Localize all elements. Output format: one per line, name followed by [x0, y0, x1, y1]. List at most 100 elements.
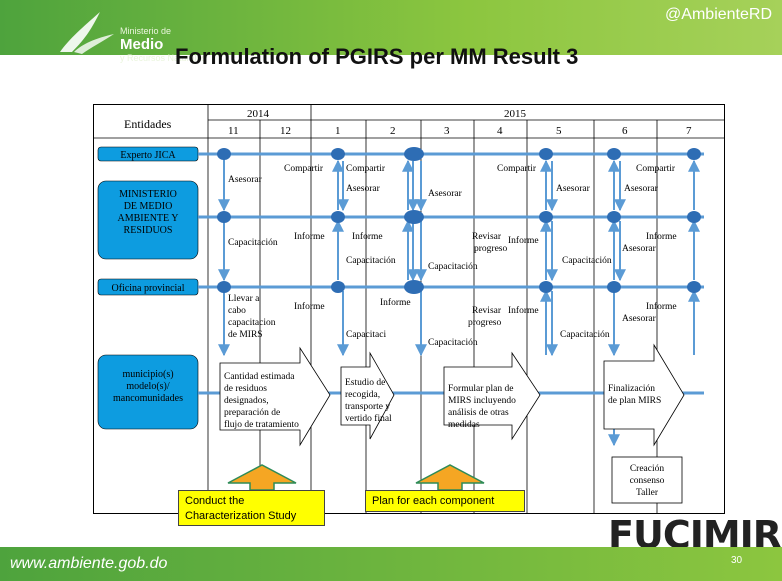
label-asesorar-6: Asesorar	[622, 244, 657, 254]
svg-text:de plan MIRS: de plan MIRS	[608, 396, 661, 406]
label-progreso-1: progreso	[474, 244, 507, 254]
label-capacitacion-3: Capacitación	[428, 262, 478, 272]
year-2014: 2014	[247, 108, 270, 120]
label-informe-5: Informe	[294, 301, 325, 312]
svg-text:Formular plan de: Formular plan de	[448, 384, 513, 394]
month-12: 12	[280, 125, 291, 137]
label-capacitacion-4: Capacitación	[562, 256, 612, 266]
label-llevar-2: cabo	[228, 306, 246, 316]
process-arrow-texts: Cantidad estimada de residuos designados…	[224, 372, 661, 430]
callout-plan-component-text: Plan for each component	[372, 495, 495, 507]
label-llevar-1: Llevar a	[228, 294, 260, 304]
up-arrow-icons	[227, 464, 485, 491]
month-2: 2	[390, 125, 396, 137]
month-7: 7	[686, 125, 692, 137]
label-asesorar-5: Asesorar	[624, 184, 659, 194]
header-table	[94, 105, 724, 513]
svg-text:Estudio de: Estudio de	[345, 378, 385, 388]
label-capacitacion-6: Capacitación	[560, 330, 610, 340]
label-compartir-2: Compartir	[346, 164, 386, 174]
entity-ministry-line-2: DE MEDIO	[124, 201, 173, 212]
month-5: 5	[556, 125, 562, 137]
process-arrow-1	[219, 346, 331, 447]
label-revisar-1: Revisar	[472, 232, 502, 242]
logo-line-2: Medio Ambiente	[120, 36, 189, 70]
svg-text:análisis de otras: análisis de otras	[448, 408, 509, 418]
callout-characterization-text: Conduct the Characterization Study	[185, 495, 297, 522]
entity-municipal-line-2: modelo(s)/	[126, 381, 170, 392]
svg-text:medidas: medidas	[448, 420, 480, 430]
label-compartir-4: Compartir	[636, 164, 676, 174]
logo-line-1: Ministerio de	[120, 26, 172, 36]
month-11: 11	[228, 125, 239, 137]
footer-url[interactable]: www.ambiente.gob.do	[10, 555, 168, 572]
process-arrow-4	[603, 343, 685, 447]
label-informe-3: Informe	[508, 235, 539, 246]
entity-provincial-label: Oficina provincial	[111, 283, 184, 294]
label-llevar-3: capacitacion	[228, 318, 276, 328]
pgirs-timeline-diagram: Entidades 2014 2015 11 12 1 2 3 4 5 6 7 …	[93, 104, 725, 514]
slide-title: Formulation of PGIRS per MM Result 3	[175, 44, 579, 69]
social-handle: @AmbienteRD	[665, 6, 772, 23]
entity-jica-label: Experto JICA	[120, 150, 176, 161]
label-asesorar-4: Asesorar	[556, 184, 591, 194]
process-arrows	[219, 343, 685, 447]
label-informe-2: Informe	[352, 231, 383, 242]
label-informe-6: Informe	[380, 297, 411, 308]
label-asesorar-2: Asesorar	[346, 184, 381, 194]
entity-ministry-box	[97, 180, 199, 260]
vertical-flow-arrows	[218, 157, 700, 447]
dove-logo-icon	[60, 12, 114, 54]
label-informe-4: Informe	[646, 231, 677, 242]
logo-line-3: y Recursos Naturales	[120, 53, 207, 63]
label-informe-7: Informe	[508, 305, 539, 316]
month-1: 1	[335, 125, 341, 137]
entities-header: Entidades	[124, 117, 172, 131]
entity-ministry-line-4: RESIDUOS	[124, 225, 173, 236]
entity-municipal-box	[97, 354, 199, 430]
svg-text:de residuos: de residuos	[224, 384, 267, 394]
label-compartir-1: Compartir	[284, 164, 324, 174]
consensus-line-3: Taller	[636, 488, 659, 498]
ministry-logo: Ministerio de Medio Ambiente y Recursos …	[52, 8, 212, 70]
entity-municipal-line-1: municipio(s)	[122, 369, 173, 380]
label-revisar-2: Revisar	[472, 306, 502, 316]
svg-text:MIRS incluyendo: MIRS incluyendo	[448, 396, 516, 406]
label-informe-1: Informe	[294, 231, 325, 242]
svg-text:transporte y: transporte y	[345, 402, 390, 412]
month-4: 4	[497, 125, 503, 137]
svg-text:flujo de tratamiento: flujo de tratamiento	[224, 419, 299, 430]
consensus-box	[611, 456, 683, 504]
entity-ministry-line-1: MINISTERIO	[119, 189, 177, 200]
label-llevar-4: de MIRS	[228, 330, 263, 340]
label-capacitaci: Capacitaci	[346, 330, 386, 340]
label-informe-8: Informe	[646, 301, 677, 312]
process-arrow-2	[340, 351, 395, 440]
label-asesorar-1: Asesorar	[228, 175, 263, 185]
svg-text:recogida,: recogida,	[345, 390, 380, 400]
svg-text:Finalización: Finalización	[608, 384, 655, 394]
label-asesorar-7: Asesorar	[622, 314, 657, 324]
callout-plan-component: Plan for each component	[365, 490, 525, 512]
svg-text:Cantidad estimada: Cantidad estimada	[224, 372, 295, 382]
consensus-line-1: Creación	[630, 464, 665, 474]
label-asesorar-3: Asesorar	[428, 189, 463, 199]
entity-municipal-line-3: mancomunidades	[113, 393, 183, 404]
page-number: 30	[731, 555, 743, 566]
label-capacitacion-5: Capacitación	[428, 338, 478, 348]
process-arrow-3	[443, 351, 541, 441]
svg-text:vertido final: vertido final	[345, 413, 392, 424]
label-compartir-3: Compartir	[497, 164, 537, 174]
label-capacitacion-1: Capacitación	[228, 238, 278, 248]
month-6: 6	[622, 125, 628, 137]
timeline-nodes	[217, 147, 701, 398]
label-capacitacion-2: Capacitación	[346, 256, 396, 266]
label-progreso-2: progreso	[468, 318, 501, 328]
header-band	[0, 0, 782, 55]
month-3: 3	[444, 125, 450, 137]
entity-ministry-line-3: AMBIENTE Y	[117, 213, 178, 224]
diagram-canvas: Entidades 2014 2015 11 12 1 2 3 4 5 6 7 …	[94, 105, 724, 513]
year-2015: 2015	[504, 108, 527, 120]
callout-characterization: Conduct the Characterization Study	[178, 490, 325, 526]
up-arrow-2-icon	[415, 464, 485, 491]
